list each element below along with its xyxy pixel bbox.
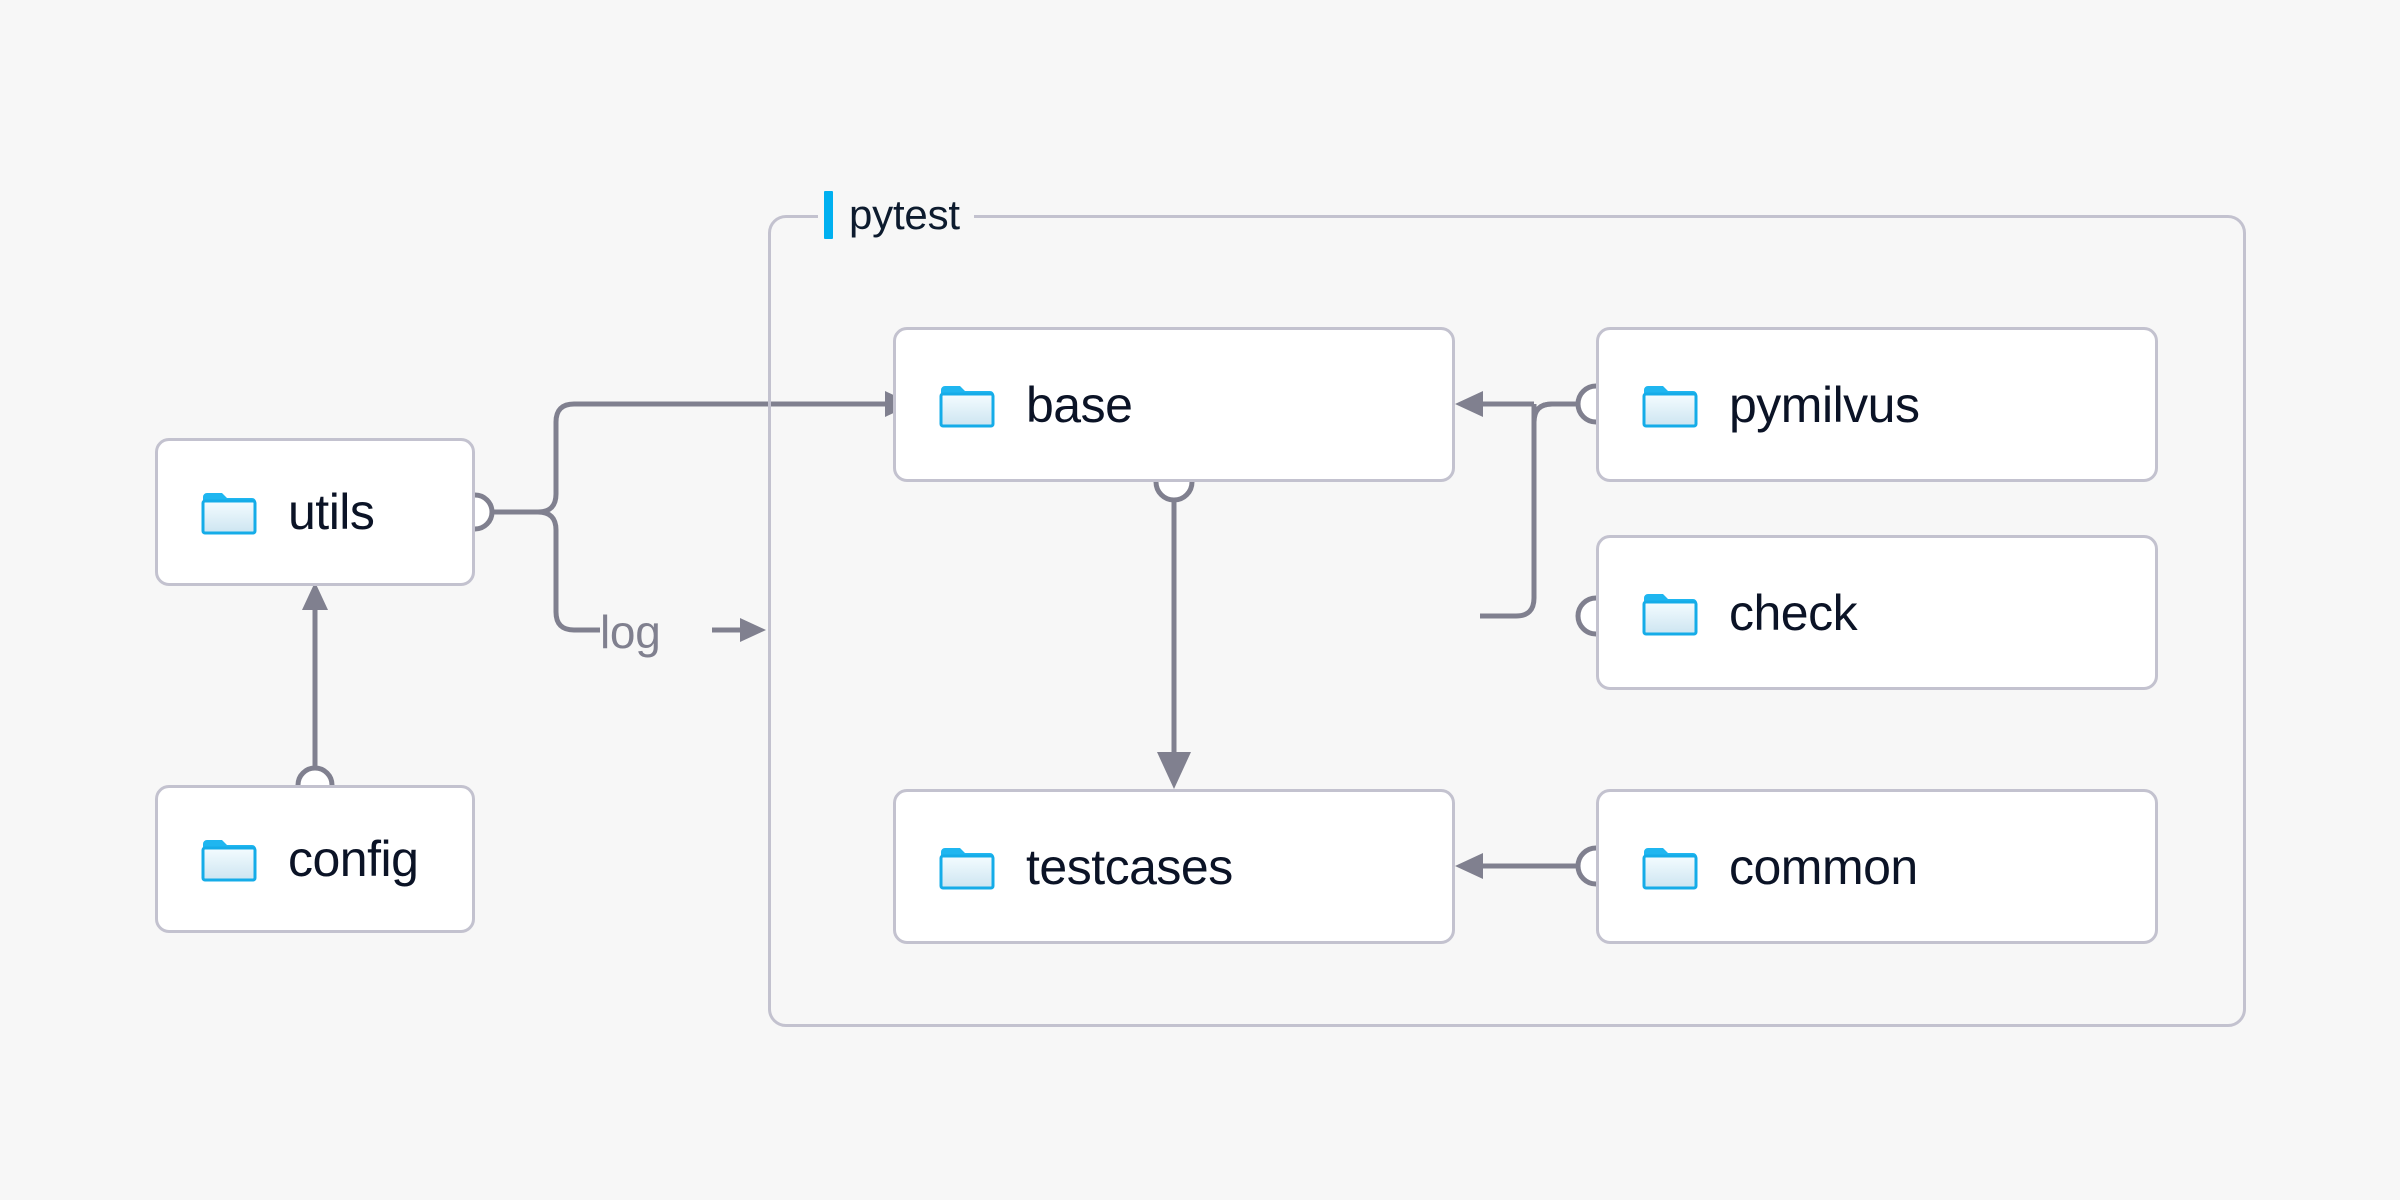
node-label-check: check	[1729, 584, 1858, 641]
folder-icon	[1642, 593, 1698, 635]
edge-label-log: log	[600, 606, 661, 658]
edge-utils-to-log	[537, 509, 600, 633]
node-utils[interactable]: utils	[155, 438, 475, 586]
folder-icon	[939, 847, 995, 889]
node-base[interactable]: base	[893, 327, 1455, 482]
group-container-pytest	[768, 215, 2246, 1027]
group-title: pytest	[849, 191, 960, 238]
edge-config-to-utils	[295, 582, 335, 805]
folder-icon	[201, 840, 257, 882]
accent-bar-icon	[824, 191, 833, 239]
node-label-common: common	[1729, 838, 1918, 895]
node-label-testcases: testcases	[1026, 838, 1233, 895]
folder-icon	[1642, 847, 1698, 889]
node-label-pymilvus: pymilvus	[1729, 376, 1920, 433]
folder-icon	[1642, 385, 1698, 427]
node-pymilvus[interactable]: pymilvus	[1596, 327, 2158, 482]
node-testcases[interactable]: testcases	[893, 789, 1455, 944]
folder-icon	[201, 493, 257, 535]
node-config[interactable]: config	[155, 785, 475, 933]
node-check[interactable]: check	[1596, 535, 2158, 690]
folder-icon	[939, 385, 995, 427]
group-label-pytest: pytest	[818, 188, 974, 242]
edge-log-to-pytest	[712, 618, 766, 642]
node-label-utils: utils	[288, 484, 375, 540]
node-label-base: base	[1026, 376, 1133, 433]
node-common[interactable]: common	[1596, 789, 2158, 944]
node-label-config: config	[288, 831, 419, 887]
